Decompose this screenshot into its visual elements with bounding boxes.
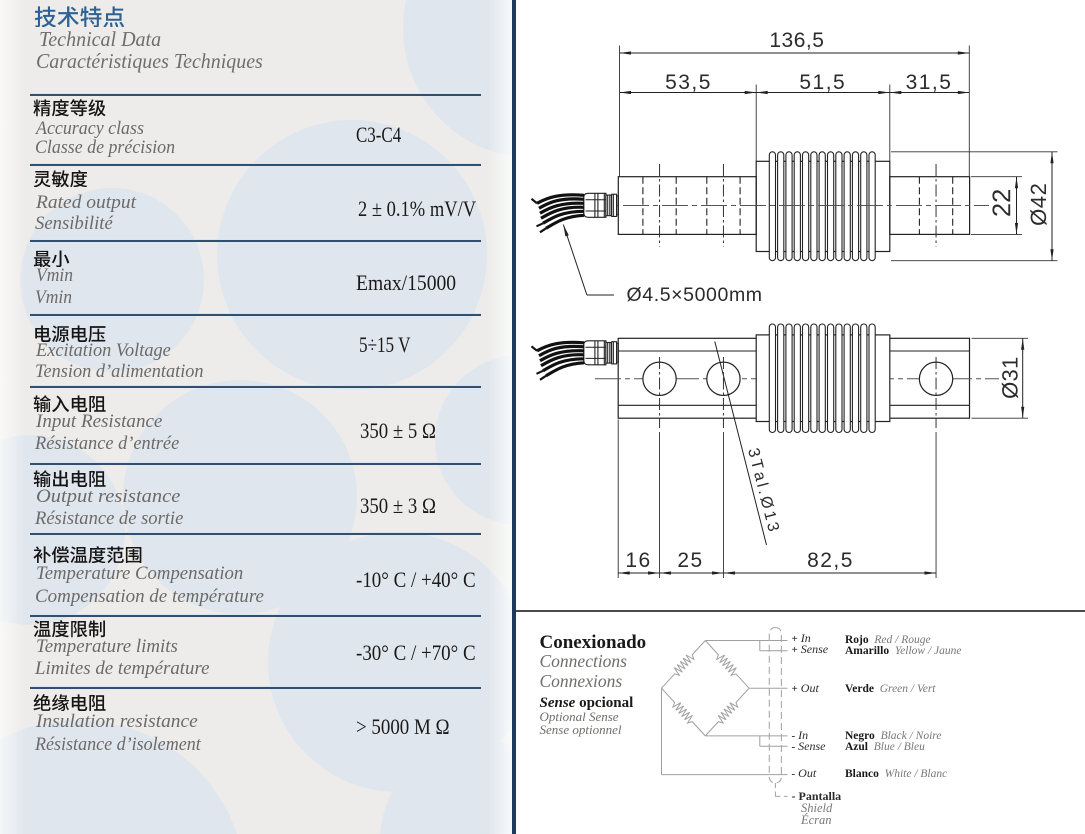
svg-text:51,5: 51,5 xyxy=(799,71,846,94)
svg-text:53,5: 53,5 xyxy=(665,71,712,94)
svg-text:31,5: 31,5 xyxy=(906,71,953,94)
svg-text:Ø4.5×5000mm: Ø4.5×5000mm xyxy=(627,284,763,306)
svg-text:82,5: 82,5 xyxy=(807,549,854,572)
svg-text:16: 16 xyxy=(625,549,651,572)
svg-text:25: 25 xyxy=(677,549,703,572)
svg-text:136,5: 136,5 xyxy=(769,29,824,52)
